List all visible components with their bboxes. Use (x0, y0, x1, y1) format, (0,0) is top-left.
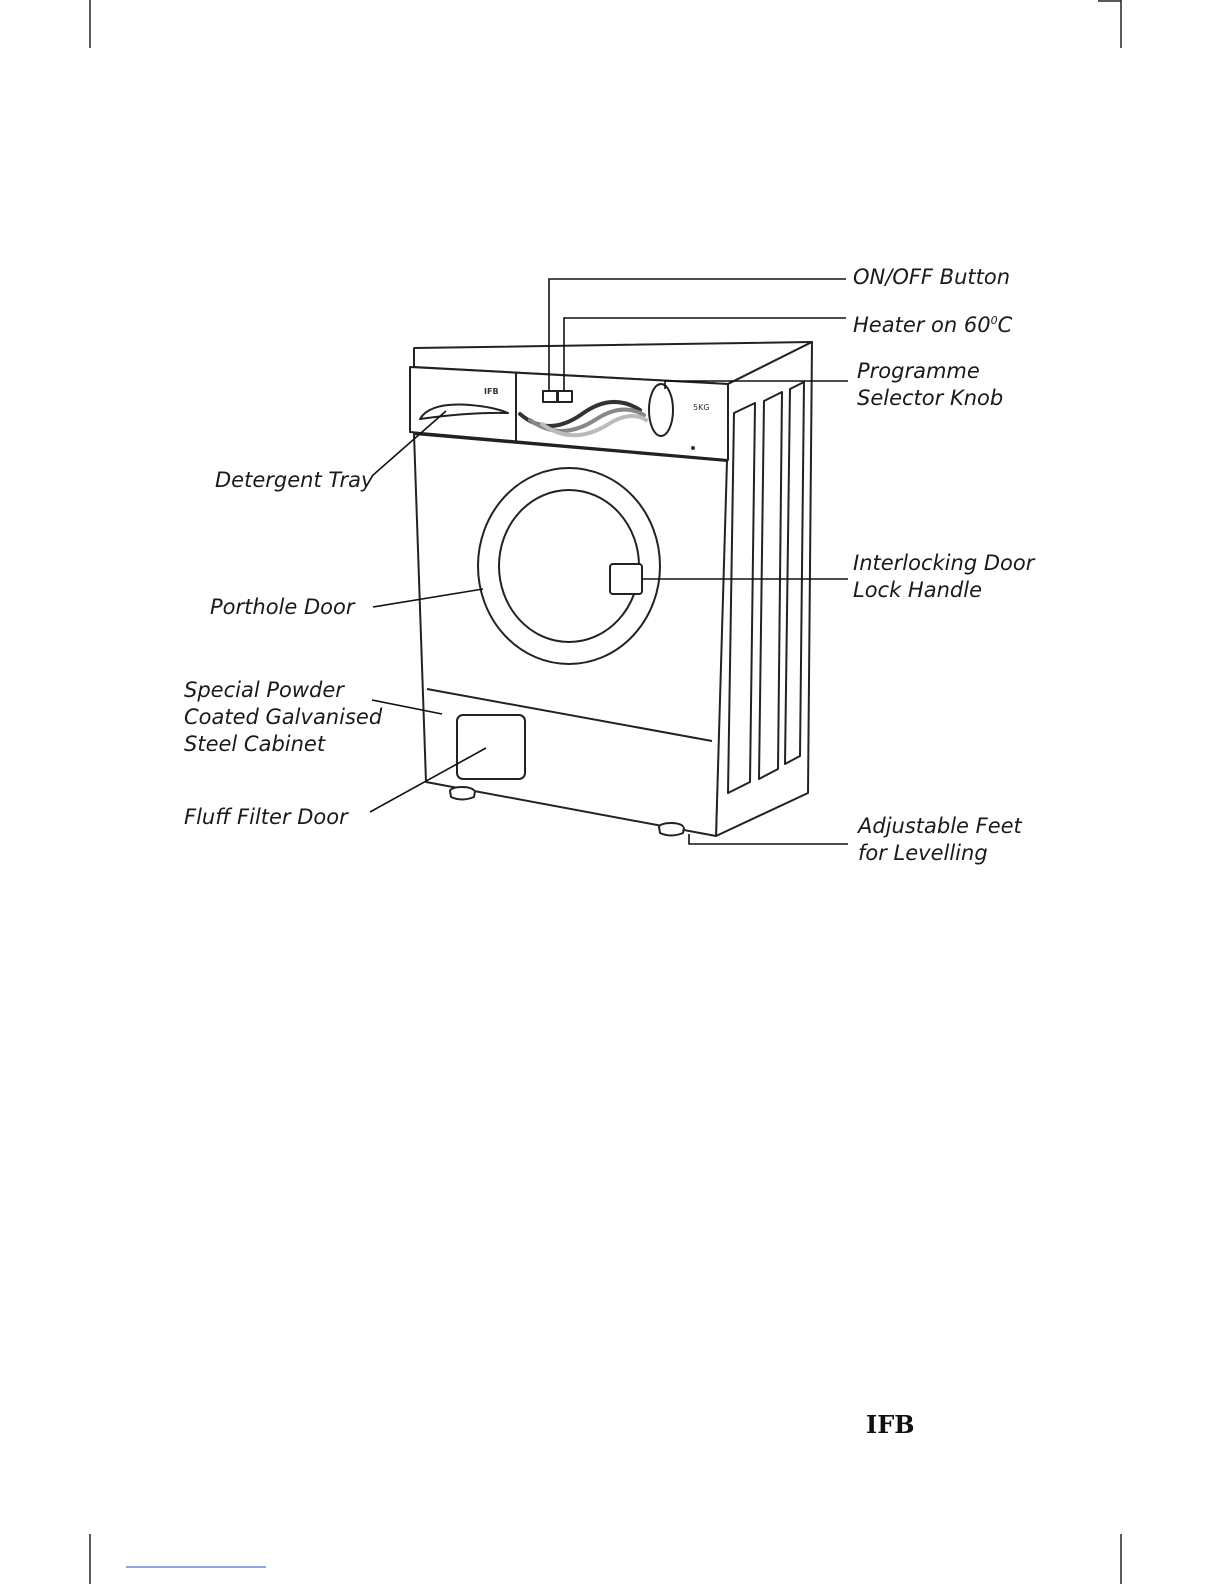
panel-indicator-icon (691, 446, 695, 450)
label-programme-line1: Programme (857, 358, 1003, 385)
label-programme-line2: Selector Knob (857, 385, 1003, 412)
machine-brand-small: IFB (484, 387, 499, 396)
label-feet-line2: for Levelling (858, 840, 1022, 867)
label-cabinet-line3: Steel Cabinet (184, 731, 382, 758)
label-cabinet-line2: Coated Galvanised (184, 704, 382, 731)
label-interlock-line2: Lock Handle (853, 577, 1034, 604)
label-interlock-line1: Interlocking Door (853, 550, 1034, 577)
label-fluff-filter-door: Fluff Filter Door (184, 804, 348, 831)
label-heater: Heater on 600C (853, 307, 1012, 339)
label-porthole-door: Porthole Door (210, 594, 354, 621)
label-interlocking-door: Interlocking Door Lock Handle (853, 550, 1034, 604)
label-cabinet-line1: Special Powder (184, 677, 382, 704)
label-heater-degree: 0 (991, 314, 998, 327)
machine-capacity: 5KG (693, 403, 710, 412)
footer-brand-logo: IFB (866, 1410, 915, 1439)
label-steel-cabinet: Special Powder Coated Galvanised Steel C… (184, 677, 382, 758)
label-heater-text: Heater on 60 (853, 313, 991, 337)
label-adjustable-feet: Adjustable Feet for Levelling (858, 813, 1022, 867)
label-detergent-tray: Detergent Tray (215, 467, 373, 494)
label-on-off-button: ON/OFF Button (853, 264, 1010, 291)
label-heater-unit: C (998, 313, 1013, 337)
machine-body (410, 342, 812, 836)
label-programme-selector: Programme Selector Knob (857, 358, 1003, 412)
label-feet-line1: Adjustable Feet (858, 813, 1022, 840)
